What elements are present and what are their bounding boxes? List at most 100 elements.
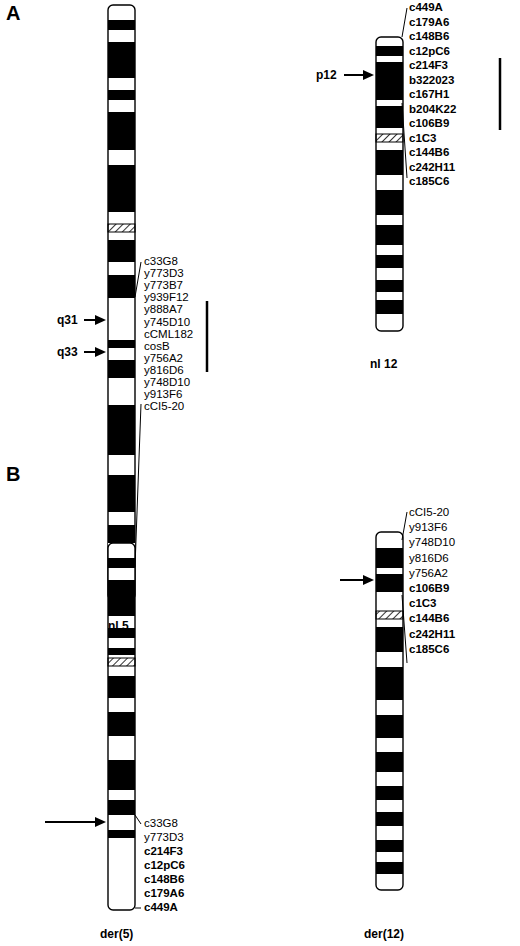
chromosome-outline	[376, 532, 403, 890]
dark-band	[108, 90, 135, 100]
probe-name: c1C3	[409, 133, 437, 145]
dark-band	[376, 225, 403, 245]
band-label: p12	[316, 69, 337, 81]
probe-name: y748D10	[409, 537, 455, 549]
leader-line	[135, 908, 141, 909]
probe-name: b322023	[409, 75, 454, 87]
leader-line	[402, 512, 407, 540]
dark-band	[108, 112, 135, 150]
dark-band	[108, 676, 135, 698]
probe-name: c449A	[144, 902, 178, 914]
probe-name: c1C3	[409, 598, 437, 610]
dark-band	[108, 275, 135, 298]
probe-name: y913F6	[409, 522, 447, 534]
arrow-head	[363, 70, 374, 80]
leader-line	[135, 404, 141, 567]
probe-name: y888A7	[144, 304, 183, 316]
dark-band	[108, 42, 135, 78]
probe-name: c214F3	[409, 60, 448, 72]
leader-line	[135, 815, 141, 824]
arrow-line	[45, 821, 97, 823]
arrow-head	[95, 817, 106, 827]
probe-name: cosB	[144, 341, 170, 353]
dark-band	[108, 405, 135, 455]
dark-band	[376, 190, 403, 215]
region-bar	[499, 58, 502, 130]
probe-name: c148B6	[144, 874, 184, 886]
probe-name: c106B9	[409, 583, 449, 595]
probe-name: c12pC6	[409, 46, 450, 58]
probe-name: y816D6	[409, 553, 449, 565]
probe-name: c242H11	[409, 629, 455, 641]
band-label: q33	[57, 346, 78, 358]
arrow-head	[363, 575, 374, 585]
probe-name: y756A2	[409, 568, 448, 580]
probe-name: y756A2	[144, 353, 183, 365]
dark-band	[376, 150, 403, 175]
dark-band	[108, 580, 135, 616]
probe-name: cCI5-20	[144, 401, 184, 413]
probe-name: c179A6	[409, 17, 449, 29]
dark-band	[376, 106, 403, 128]
dark-band	[376, 280, 403, 292]
chromosome-label: nl 5	[108, 620, 129, 632]
probe-name: c12pC6	[144, 860, 185, 872]
probe-name: y816D6	[144, 365, 184, 377]
chromosome-label: nl 12	[370, 358, 397, 370]
probe-name: c185C6	[409, 644, 449, 656]
chromosome-outline	[376, 37, 403, 331]
probe-name: cCML182	[144, 329, 193, 341]
dark-band	[376, 62, 403, 100]
probe-name: c106B9	[409, 118, 449, 130]
dark-band	[108, 830, 135, 838]
dark-band	[108, 340, 135, 348]
probe-name: c214F3	[144, 846, 183, 858]
dark-band	[108, 800, 135, 815]
probe-name: c148B6	[409, 31, 449, 43]
probe-name: y939F12	[144, 292, 189, 304]
probe-name: c179A6	[144, 888, 184, 900]
panel-letter: B	[6, 464, 20, 484]
chromosome	[376, 37, 403, 331]
probe-name: y745D10	[144, 317, 190, 329]
dark-band	[376, 667, 403, 700]
probe-name: c33G8	[144, 256, 178, 268]
arrow-head	[95, 347, 106, 357]
dark-band	[108, 20, 135, 30]
dark-band	[108, 360, 135, 378]
dark-band	[108, 760, 135, 790]
dark-band	[376, 752, 403, 772]
probe-name: c144B6	[409, 613, 449, 625]
chromosome-label: der(5)	[100, 928, 133, 940]
chromosome	[108, 5, 135, 600]
chromosome-outline	[108, 5, 135, 600]
probe-name: cCI5-20	[409, 507, 449, 519]
dark-band	[376, 812, 403, 826]
dark-band	[376, 715, 403, 738]
leader-line	[402, 8, 407, 37]
chromosome	[108, 543, 135, 910]
dark-band	[108, 712, 135, 736]
dark-band	[108, 558, 135, 568]
panel-letter: A	[6, 3, 20, 23]
leader-line	[135, 262, 141, 297]
dark-band	[376, 786, 403, 800]
probe-name: c449A	[409, 2, 443, 14]
chromosome	[376, 532, 403, 890]
dark-band	[108, 475, 135, 512]
chromosome-outline	[108, 543, 135, 910]
band-label: q31	[57, 314, 78, 326]
chromosome-label: der(12)	[364, 928, 404, 940]
dark-band	[108, 165, 135, 212]
arrow-line	[344, 74, 365, 76]
probe-name: c185C6	[409, 176, 449, 188]
dark-band	[376, 548, 403, 568]
centromere	[376, 611, 403, 619]
dark-band	[376, 627, 403, 652]
dark-band	[376, 574, 403, 592]
dark-band	[376, 255, 403, 268]
probe-name: y748D10	[144, 377, 190, 389]
probe-name: y913F6	[144, 389, 182, 401]
probe-name: c144B6	[409, 147, 449, 159]
